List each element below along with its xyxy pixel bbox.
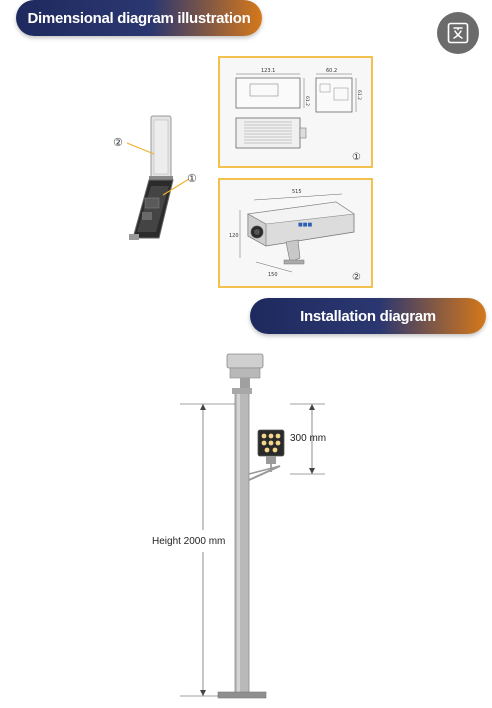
dim-length-label: 123.1 bbox=[261, 68, 275, 74]
translate-icon bbox=[447, 22, 469, 44]
dim-515-label: 515 bbox=[292, 189, 302, 195]
callout-two: ② bbox=[113, 136, 123, 149]
callout-one: ① bbox=[187, 172, 197, 185]
dimension-drawing-1: 123.1 61.2 60.2 61.2 ① bbox=[235, 68, 362, 163]
dimension-panel-1: 123.1 61.2 60.2 61.2 ① bbox=[218, 56, 373, 168]
light-spacing-label: 300 mm bbox=[290, 433, 326, 444]
svg-text:■■■: ■■■ bbox=[298, 222, 312, 228]
panel-2-marker: ② bbox=[352, 272, 361, 283]
installation-drawing: 300 mm Height 2000 mm bbox=[152, 353, 326, 699]
installation-diagram-title: Installation diagram bbox=[300, 307, 436, 325]
translate-button[interactable] bbox=[437, 12, 479, 54]
dimensional-diagram-title: Dimensional diagram illustration bbox=[27, 9, 251, 27]
dimension-drawing-2: 515 120 150 ■■■ ② bbox=[229, 189, 361, 283]
dimension-panel-2: 515 120 150 ■■■ ② bbox=[218, 178, 373, 288]
dim-width-label: 60.2 bbox=[326, 68, 337, 74]
pole-height-label: Height 2000 mm bbox=[152, 536, 225, 547]
dim-height-right-label: 61.2 bbox=[356, 90, 362, 100]
open-camera-housing-illustration: ② ① bbox=[113, 115, 197, 240]
pole-base bbox=[217, 691, 267, 699]
installation-diagram-banner: Installation diagram bbox=[250, 298, 486, 334]
dim-150-label: 150 bbox=[268, 272, 278, 278]
panel-1-marker: ① bbox=[352, 152, 361, 163]
dim-120-label: 120 bbox=[229, 233, 239, 239]
dimensional-diagram-banner: Dimensional diagram illustration bbox=[16, 0, 262, 36]
dim-height-left-label: 61.2 bbox=[304, 96, 310, 106]
top-camera-housing bbox=[226, 353, 264, 369]
